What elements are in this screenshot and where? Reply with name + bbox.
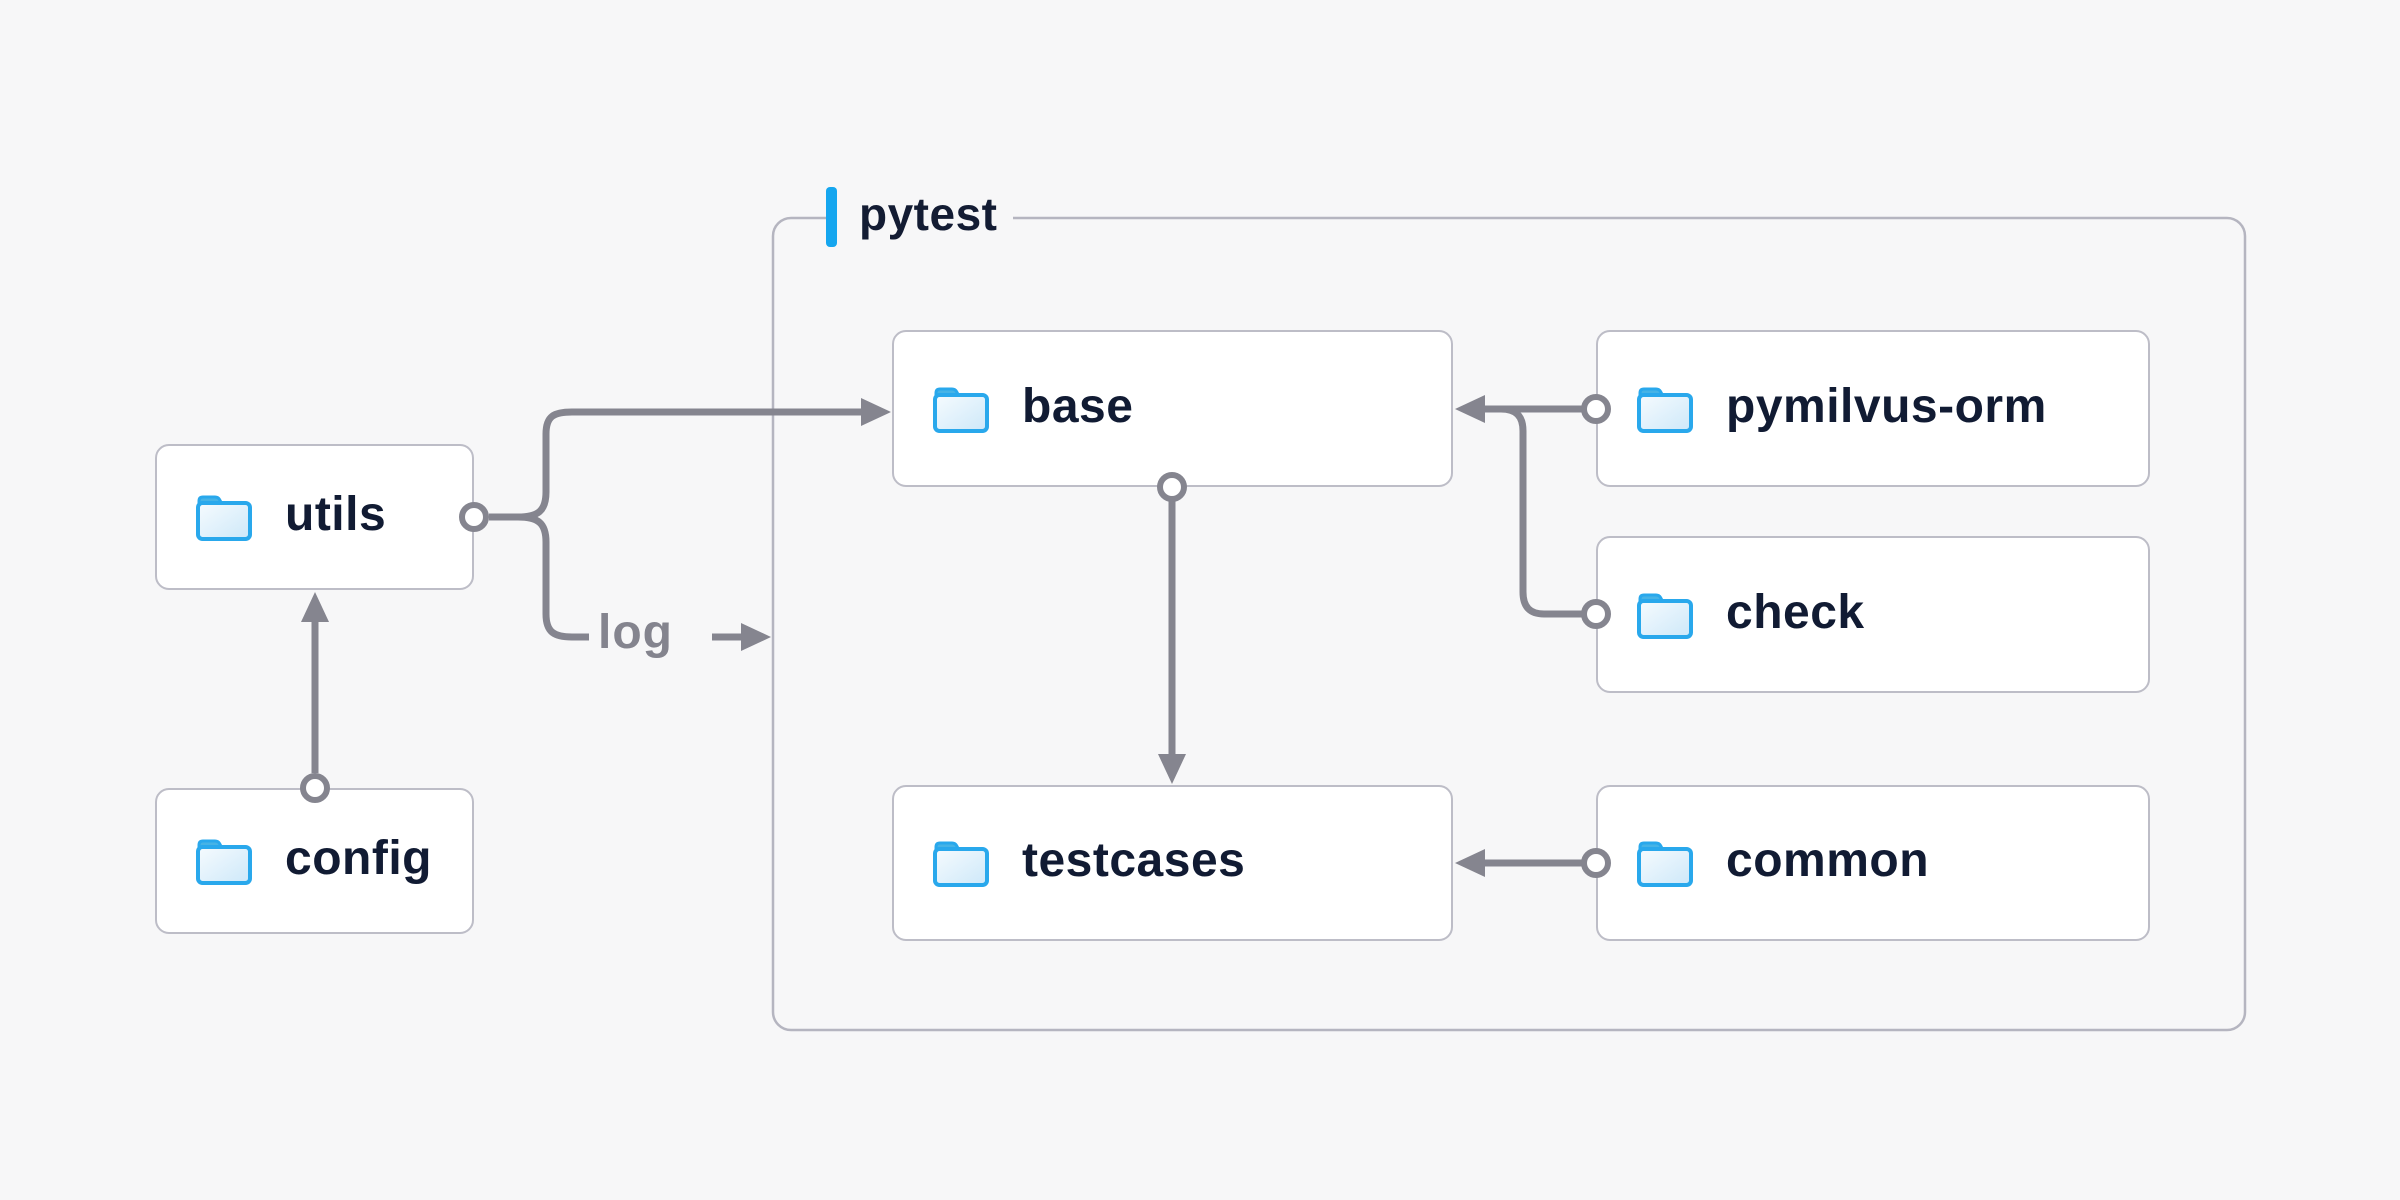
arrowhead-into-base-left [861, 398, 891, 426]
node-testcases: testcases [892, 785, 1453, 941]
node-label-check: check [1726, 585, 1865, 639]
arrowhead-into-utils-bottom [301, 592, 329, 622]
group-label-text: pytest [859, 188, 998, 240]
folder-icon [1637, 593, 1693, 639]
folder-icon [1637, 841, 1693, 887]
node-pymilvus-orm: pymilvus-orm [1596, 330, 2150, 487]
log-edge-label: log [598, 606, 673, 659]
edge-utils-log [517, 513, 589, 641]
folder-icon [1637, 387, 1693, 433]
arrowhead-into-testcases-top [1158, 754, 1186, 784]
node-label-config: config [285, 832, 432, 885]
node-base: base [892, 330, 1453, 487]
node-label-base: base [1022, 379, 1134, 433]
node-config: config [155, 788, 474, 934]
arrowhead-into-testcases-right [1455, 849, 1485, 877]
node-check: check [1596, 536, 2150, 693]
arrowhead-into-base-right [1455, 395, 1485, 423]
arrowhead-log-into-group [741, 623, 771, 651]
node-utils: utils [155, 444, 474, 590]
node-label-pymilvus-orm: pymilvus-orm [1726, 379, 2047, 433]
folder-icon [196, 839, 252, 885]
folder-icon [196, 495, 252, 541]
node-label-common: common [1726, 834, 1930, 887]
folder-icon [933, 387, 989, 433]
edge-check-base [1484, 405, 1582, 618]
edge-utils-base [489, 408, 861, 521]
node-label-utils: utils [285, 488, 387, 541]
accent-bar-icon [826, 187, 837, 247]
pytest-group-label: pytest [826, 186, 1014, 248]
folder-icon [933, 841, 989, 887]
node-label-testcases: testcases [1022, 834, 1246, 887]
node-common: common [1596, 785, 2150, 941]
